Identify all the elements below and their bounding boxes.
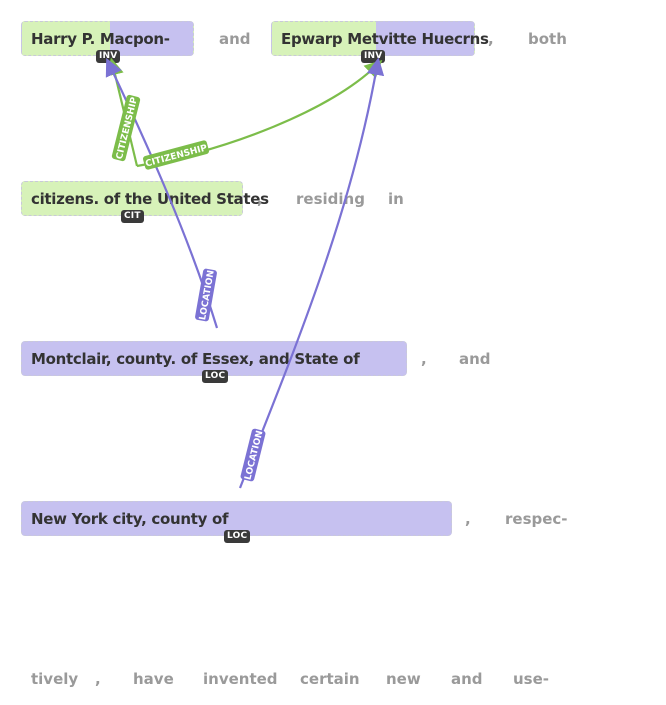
location-arc-2[interactable]	[238, 57, 385, 489]
token-comma-4: ,	[465, 510, 471, 528]
token-and-1: and	[219, 30, 251, 48]
token-invented: invented	[203, 670, 278, 688]
svg-text:CITIZENSHIP: CITIZENSHIP	[144, 143, 208, 169]
location-span-newyork-text: New York city, county of	[31, 510, 229, 528]
token-and-3: and	[451, 670, 483, 688]
inventor-tag-2: INV	[361, 50, 386, 63]
svg-text:LOCATION: LOCATION	[198, 269, 217, 321]
citizenship-label-2: CITIZENSHIP	[142, 140, 210, 170]
citizenship-arc-2[interactable]	[136, 59, 383, 168]
token-certain: certain	[300, 670, 360, 688]
inventor-tag-1: INV	[96, 50, 121, 63]
location-label-2: LOCATION	[240, 428, 266, 482]
citizenship-arc-1[interactable]	[106, 57, 139, 167]
token-respec: respec-	[505, 510, 568, 528]
token-both: both	[528, 30, 567, 48]
token-new: new	[386, 670, 421, 688]
token-tively: tively	[31, 670, 79, 688]
location-tag-montclair: LOC	[202, 370, 229, 383]
location-tag-newyork: LOC	[224, 530, 251, 543]
token-residing: residing	[296, 190, 365, 208]
token-in: in	[388, 190, 404, 208]
token-and-2: and	[459, 350, 491, 368]
inventor-span-1-text: Harry P. Macpon-	[31, 30, 170, 48]
citizenship-tag: CIT	[121, 210, 144, 223]
citizenship-label-1: CITIZENSHIP	[111, 94, 141, 162]
svg-text:CITIZENSHIP: CITIZENSHIP	[115, 96, 140, 161]
citizenship-span-text: citizens. of the United States	[31, 190, 269, 208]
token-comma-2: ,	[257, 190, 263, 208]
inventor-span-2-text: Epwarp Metvitte Huecrns	[281, 30, 489, 48]
svg-text:LOCATION: LOCATION	[243, 430, 265, 482]
token-comma-1: ,	[488, 30, 494, 48]
location-span-montclair-text: Montclair, county. of Essex, and State o…	[31, 350, 360, 368]
token-comma-3: ,	[421, 350, 427, 368]
location-label-1: LOCATION	[195, 268, 217, 322]
token-comma-5: ,	[95, 670, 101, 688]
token-have: have	[133, 670, 174, 688]
token-use: use-	[513, 670, 550, 688]
